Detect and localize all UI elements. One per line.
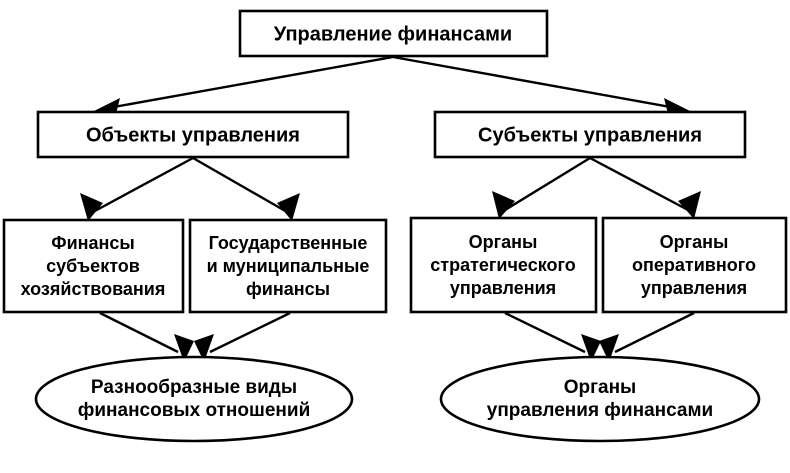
node-label-organy-operativnogo-line1: Органы bbox=[660, 232, 729, 252]
node-label-organy-strategicheskogo-line2: стратегического bbox=[430, 255, 575, 275]
node-label-organy-strategicheskogo-line1: Органы bbox=[469, 232, 538, 252]
edge-group-obekty-children bbox=[80, 156, 300, 221]
edge-group-subekty-children bbox=[492, 156, 701, 219]
edge-upravlenie-to-obekty bbox=[107, 55, 394, 110]
node-label-raznoobraznye-line1: Разнообразные виды bbox=[91, 377, 297, 398]
node-label-organy-operativnogo-line2: оперативного bbox=[632, 255, 756, 275]
node-ellipse-organy-upravleniya-finansami bbox=[439, 355, 761, 443]
node-box-organy-operativnogo-upravleniya bbox=[601, 216, 788, 314]
edge-gosudarstvennye-to-raznoobraznye bbox=[209, 311, 291, 354]
edge-group-right-ellipse-inputs bbox=[504, 311, 695, 362]
edge-organy-strategicheskogo-to-organy-upravleniya bbox=[504, 311, 586, 354]
node-label-organy-strategicheskogo-line3: управления bbox=[450, 278, 556, 298]
node-label-upravlenie-finansami: Управление финансами bbox=[274, 23, 512, 45]
node-label-gosudarstvennye-line2: и муниципальные bbox=[207, 256, 370, 276]
node-label-finansy-subektov-line3: хозяйствования bbox=[21, 279, 166, 299]
node-box-obekty-upravleniya bbox=[36, 110, 350, 159]
node-box-organy-strategicheskogo-upravleniya bbox=[409, 216, 598, 314]
node-label-organy-upravleniya-line1: Органы bbox=[564, 377, 637, 398]
arrowhead-raznoobraznye-left bbox=[174, 334, 194, 362]
edge-subekty-to-organy-strategicheskogo bbox=[504, 156, 591, 212]
arrowhead-subekty-upravleniya bbox=[664, 98, 690, 114]
node-label-gosudarstvennye-line3: финансы bbox=[246, 279, 330, 299]
node-organy-upravleniya-finansami[interactable]: Органы управления финансами bbox=[439, 355, 761, 443]
arrowhead-organy-upravleniya-right bbox=[599, 334, 619, 362]
edge-group-left-ellipse-inputs bbox=[99, 311, 291, 362]
node-label-finansy-subektov-line2: субъектов bbox=[46, 256, 140, 276]
arrowhead-organy-operativnogo-upravleniya bbox=[678, 191, 701, 219]
edge-subekty-to-organy-operativnogo bbox=[589, 156, 689, 212]
node-finansy-subektov-hozyaystvovaniya[interactable]: Финансы субъектов хозяйствования bbox=[2, 218, 185, 314]
node-gosudarstvennye-i-municipalnye-finansy[interactable]: Государственные и муниципальные финансы bbox=[188, 218, 388, 314]
node-label-subekty-upravleniya: Субъекты управления bbox=[478, 124, 702, 146]
edge-group-level1-level2 bbox=[94, 55, 690, 114]
edge-organy-operativnogo-to-organy-upravleniya bbox=[614, 311, 695, 354]
node-box-upravlenie-finansami bbox=[238, 9, 549, 58]
node-label-organy-upravleniya-line2: управления финансами bbox=[487, 400, 713, 421]
node-organy-operativnogo-upravleniya[interactable]: Органы оперативного управления bbox=[601, 216, 788, 314]
node-label-gosudarstvennye-line1: Государственные bbox=[209, 233, 368, 253]
node-label-finansy-subektov-line1: Финансы bbox=[51, 233, 135, 253]
edge-finansy-subektov-to-raznoobraznye bbox=[99, 311, 179, 354]
arrowhead-gosudarstvennye-i-municipalnye-finansy bbox=[277, 193, 300, 221]
node-label-raznoobraznye-line2: финансовых отношений bbox=[78, 400, 311, 421]
arrowhead-raznoobraznye-right bbox=[194, 334, 214, 362]
node-label-organy-operativnogo-line3: управления bbox=[641, 278, 747, 298]
arrowhead-obekty-upravleniya bbox=[94, 98, 120, 114]
node-raznoobraznye-vidy-finansovyh-otnosheniy[interactable]: Разнообразные виды финансовых отношений bbox=[34, 355, 354, 443]
arrowhead-finansy-subektov-hozyaystvovaniya bbox=[80, 193, 103, 221]
edge-obekty-to-finansy-subektov bbox=[92, 156, 194, 214]
arrowhead-organy-upravleniya-left bbox=[581, 334, 601, 362]
node-obekty-upravleniya[interactable]: Объекты управления bbox=[36, 110, 350, 159]
node-ellipse-raznoobraznye-vidy-finansovyh-otnosheniy bbox=[34, 355, 354, 443]
edge-obekty-to-gosudarstvennye bbox=[192, 156, 288, 214]
node-organy-strategicheskogo-upravleniya[interactable]: Органы стратегического управления bbox=[409, 216, 598, 314]
node-subekty-upravleniya[interactable]: Субъекты управления bbox=[433, 110, 747, 159]
edge-upravlenie-to-subekty bbox=[392, 55, 677, 110]
node-box-gosudarstvennye-i-municipalnye-finansy bbox=[188, 218, 388, 314]
arrowhead-organy-strategicheskogo-upravleniya bbox=[492, 191, 515, 219]
node-box-subekty-upravleniya bbox=[433, 110, 747, 159]
node-box-finansy-subektov-hozyaystvovaniya bbox=[2, 218, 185, 314]
node-upravlenie-finansami[interactable]: Управление финансами bbox=[238, 9, 549, 58]
node-label-obekty-upravleniya: Объекты управления bbox=[86, 124, 300, 146]
